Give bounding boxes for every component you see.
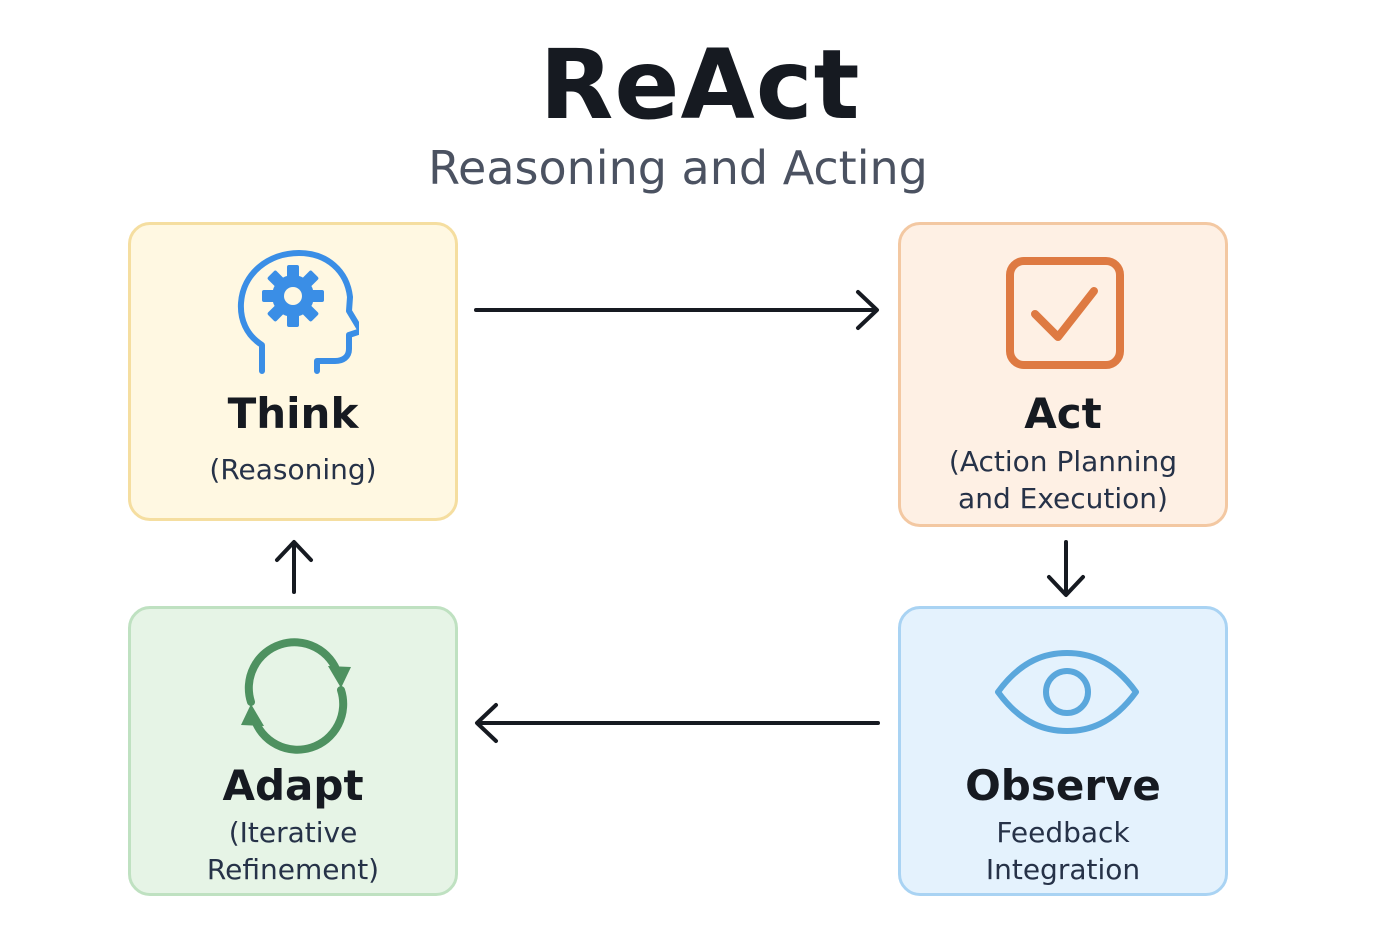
act-title: Act [1024,389,1102,438]
arrow-think-to-act [474,290,879,330]
act-subtitle: (Action Planning and Execution) [948,445,1178,515]
diagram-subtitle: Reasoning and Acting [428,141,928,195]
head-gear-icon [237,250,359,374]
adapt-node: Adapt (Iterative Refinement) [128,606,458,896]
arrow-observe-to-adapt [475,703,880,743]
adapt-title: Adapt [222,761,364,810]
observe-node: Observe Feedback Integration [898,606,1228,896]
eye-icon [995,650,1139,734]
adapt-subtitle: (Iterative Refinement) [206,816,380,886]
act-node: Act (Action Planning and Execution) [898,222,1228,527]
think-node: Think (Reasoning) [128,222,458,521]
diagram-title: ReAct [539,29,861,141]
refresh-cycle-icon [241,638,351,754]
observe-title: Observe [965,761,1161,810]
arrow-adapt-to-think [275,540,313,594]
arrow-act-to-observe [1047,540,1085,597]
think-subtitle: (Reasoning) [209,453,377,486]
think-title: Think [227,389,359,438]
observe-subtitle: Feedback Integration [985,816,1141,886]
checkbox-icon [1006,257,1124,369]
